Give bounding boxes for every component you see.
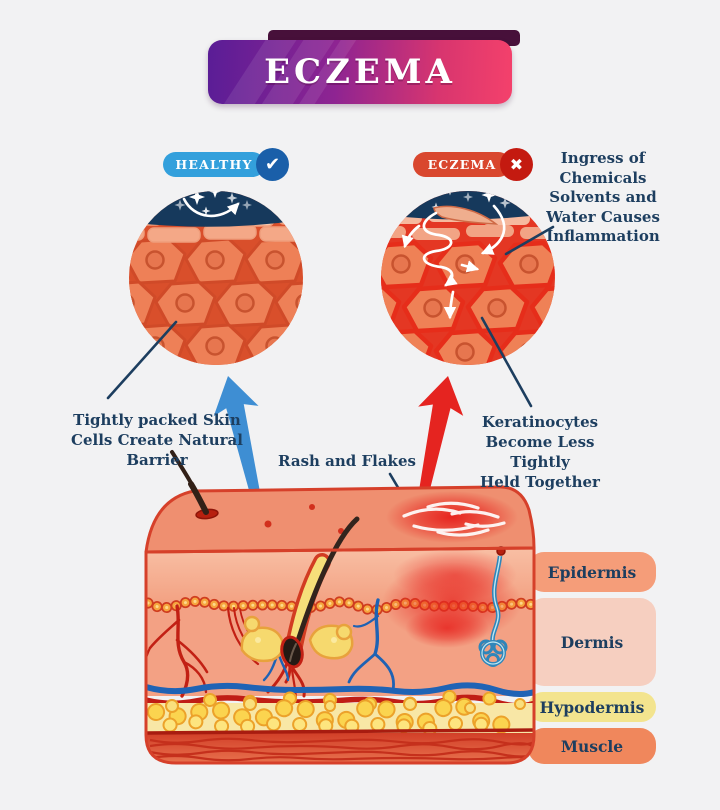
annotation-line: Inflammation [546,227,660,245]
check-icon: ✔ [256,148,289,181]
connector-lines [106,225,555,508]
annotation-line: Held Together [480,473,600,491]
annotation-line: Rash and Flakes [278,452,416,470]
layer-label-epidermis: Epidermis [528,552,656,592]
skin-block-front [146,548,534,763]
deflected-irritant-arrow-icon [182,197,240,218]
annotation-line: Keratinocytes [481,413,599,431]
hair-follicle-sheath [285,553,331,655]
annotation-ingress: Ingress of Chemicals Solvents and Water … [518,149,688,247]
skin-block-outline [144,546,536,765]
horizontal-vein-blue [146,682,534,697]
annotation-line: Barrier [126,451,188,469]
sweat-gland [478,555,508,667]
hair-strand [170,450,219,520]
title-banner: ECZEMA [208,40,512,104]
layer-label-hypodermis: Hypodermis [528,692,656,722]
healthy-skin-cells [129,239,303,365]
skin-block [144,450,536,765]
annotation-line: Ingress of [560,149,646,167]
muscle-layer [146,728,534,763]
annotation-line: Cells Create Natural [71,431,243,449]
layer-label-muscle: Muscle [528,728,656,764]
eczema-badge: ECZEMA [413,152,511,177]
annotation-line: Become Less Tightly [485,433,595,471]
connector-line-ingress [504,225,555,256]
page-title: ECZEMA [264,52,456,92]
rash-illustration [386,491,518,543]
inflammation-glow [382,549,522,648]
irritant-penetration-arrows [401,204,506,320]
connector-line-barrier [106,320,178,400]
healthy-microscope-view [129,191,303,365]
layer-label-text: Dermis [560,632,624,652]
annotation-line: Water Causes [546,207,660,226]
healthy-badge: HEALTHY [163,152,265,177]
annotation-barrier: Tightly packed Skin Cells Create Natural… [42,410,272,470]
annotation-keratinocytes: Keratinocytes Become Less Tightly Held T… [454,412,626,492]
layer-label-text: Hypodermis [539,697,645,717]
healthy-badge-label: HEALTHY [175,157,253,172]
layer-label-text: Muscle [560,736,624,756]
annotation-line: Tightly packed Skin [73,411,241,429]
hypodermis-fat-layer [146,689,534,737]
eczema-badge-label: ECZEMA [427,157,497,172]
annotation-line: Solvents and [549,188,657,206]
hair-follicle [280,516,360,669]
layer-label-dermis: Dermis [528,598,656,686]
connector-line-keratinocytes [480,316,533,408]
cross-icon: ✖ [500,148,533,181]
annotation-line: Chemicals [559,168,647,187]
annotation-rash: Rash and Flakes [272,451,422,471]
layer-label-text: Epidermis [547,562,637,582]
sebaceous-gland [240,615,354,663]
